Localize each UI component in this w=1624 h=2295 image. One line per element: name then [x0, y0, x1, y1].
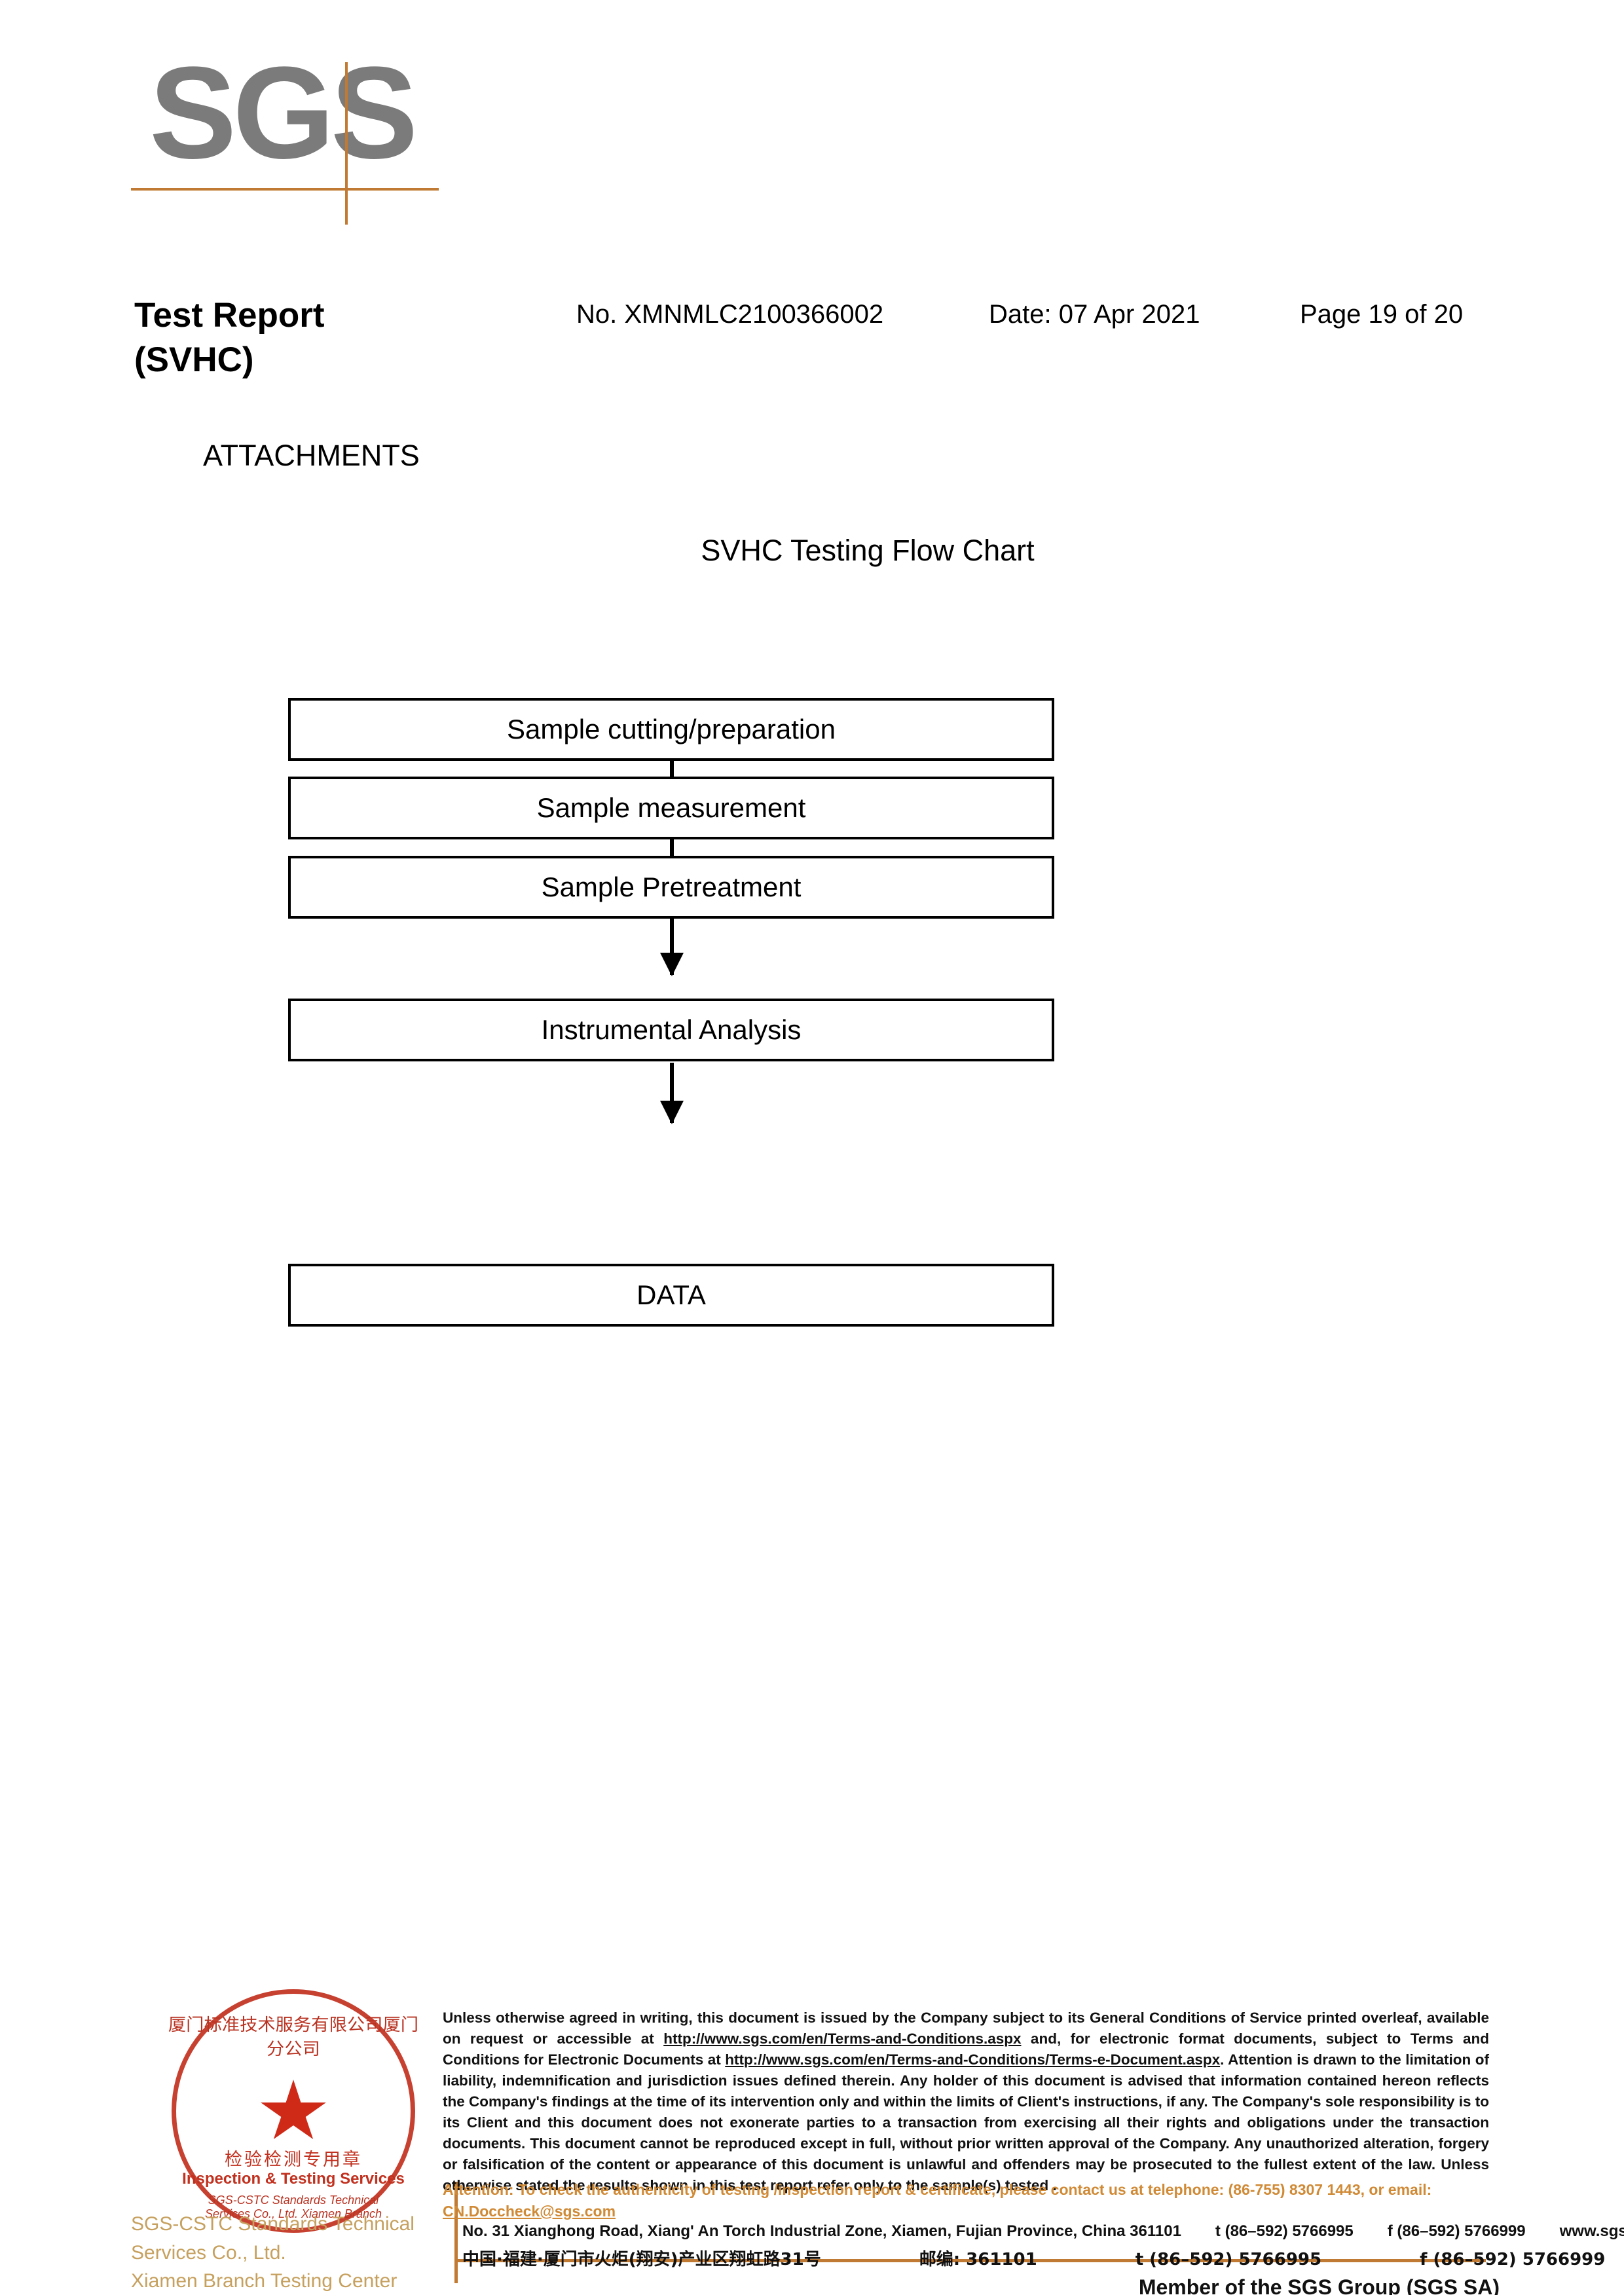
seal-arc-bottom-text: SGS-CSTC Standards Technical Services Co…	[204, 2194, 382, 2220]
seal-chinese-text: 检验检测专用章	[225, 2150, 362, 2170]
flow-chart-title: SVHC Testing Flow Chart	[701, 534, 1035, 567]
address-tel-cn: t (86–592) 5766995	[1135, 2250, 1322, 2269]
flow-node-n2: Sample measurement	[288, 777, 1054, 839]
address-street-en: No. 31 Xianghong Road, Xiang' An Torch I…	[462, 2222, 1181, 2240]
flow-node-label: Sample measurement	[536, 792, 806, 823]
flow-arrow-4	[660, 1063, 684, 1124]
page-title: Test Report (SVHC)	[134, 296, 325, 379]
address-postcode: 邮编: 361101	[919, 2250, 1037, 2269]
logo-horizontal-rule	[131, 188, 439, 191]
member-line: Member of the SGS Group (SGS SA)	[1138, 2275, 1500, 2295]
sgs-logo-text: SGS	[149, 40, 418, 186]
logo-vertical-rule	[345, 62, 348, 225]
flow-arrow-3	[660, 919, 684, 976]
address-tel-en: t (86–592) 5766995	[1215, 2222, 1354, 2240]
flow-node-n3: Sample Pretreatment	[288, 856, 1054, 919]
legal-disclaimer: Unless otherwise agreed in writing, this…	[443, 2010, 1489, 2194]
laboratory-caption: SGS-CSTC Standards Technical Services Co…	[131, 2213, 415, 2292]
report-date: Date: 07 Apr 2021	[989, 300, 1200, 329]
attachments-heading: ATTACHMENTS	[203, 439, 420, 472]
address-fax-cn: f (86–592) 5766999	[1420, 2250, 1606, 2269]
page-footer: 厦门标准技术服务有限公司厦门分公司 检验检测专用章 Inspection & T…	[0, 1977, 1624, 2295]
address-line-english: No. 31 Xianghong Road, Xiang' An Torch I…	[462, 2222, 1624, 2241]
flow-node-label: Sample cutting/preparation	[507, 714, 836, 744]
seal-ring	[172, 1989, 415, 2233]
address-line-chinese: 中国·福建·厦门市火炬(翔安)产业区翔虹路31号 邮编: 361101 t (86–…	[462, 2246, 1605, 2270]
inspection-seal-stamp: 厦门标准技术服务有限公司厦门分公司 检验检测专用章 Inspection & T…	[168, 1989, 418, 2233]
flow-node-n4: Instrumental Analysis	[288, 999, 1054, 1061]
sgs-logo: SGS	[131, 48, 439, 226]
flow-node-label: Sample Pretreatment	[541, 872, 802, 902]
address-web: www.sgsgroup.com.cn	[1559, 2222, 1624, 2240]
flow-node-n5: DATA	[288, 1264, 1054, 1327]
report-number: No. XMNMLC2100366002	[576, 300, 884, 329]
footer-horizontal-rule	[454, 2259, 1486, 2262]
footer-vertical-rule	[454, 2182, 458, 2283]
address-fax-en: f (86–592) 5766999	[1387, 2222, 1526, 2240]
authenticity-notice: Attention: To check the authenticity of …	[443, 2181, 1432, 2220]
seal-arc-top-text: 厦门标准技术服务有限公司厦门分公司	[168, 2015, 419, 2059]
seal-english-text: Inspection & Testing Services	[182, 2170, 405, 2188]
flow-node-label: DATA	[637, 1279, 706, 1310]
flow-node-n1: Sample cutting/preparation	[288, 698, 1054, 761]
page-indicator: Page 19 of 20	[1300, 300, 1464, 329]
address-street-cn: 中国·福建·厦门市火炬(翔安)产业区翔虹路31号	[462, 2250, 821, 2269]
flow-node-label: Instrumental Analysis	[541, 1014, 802, 1045]
